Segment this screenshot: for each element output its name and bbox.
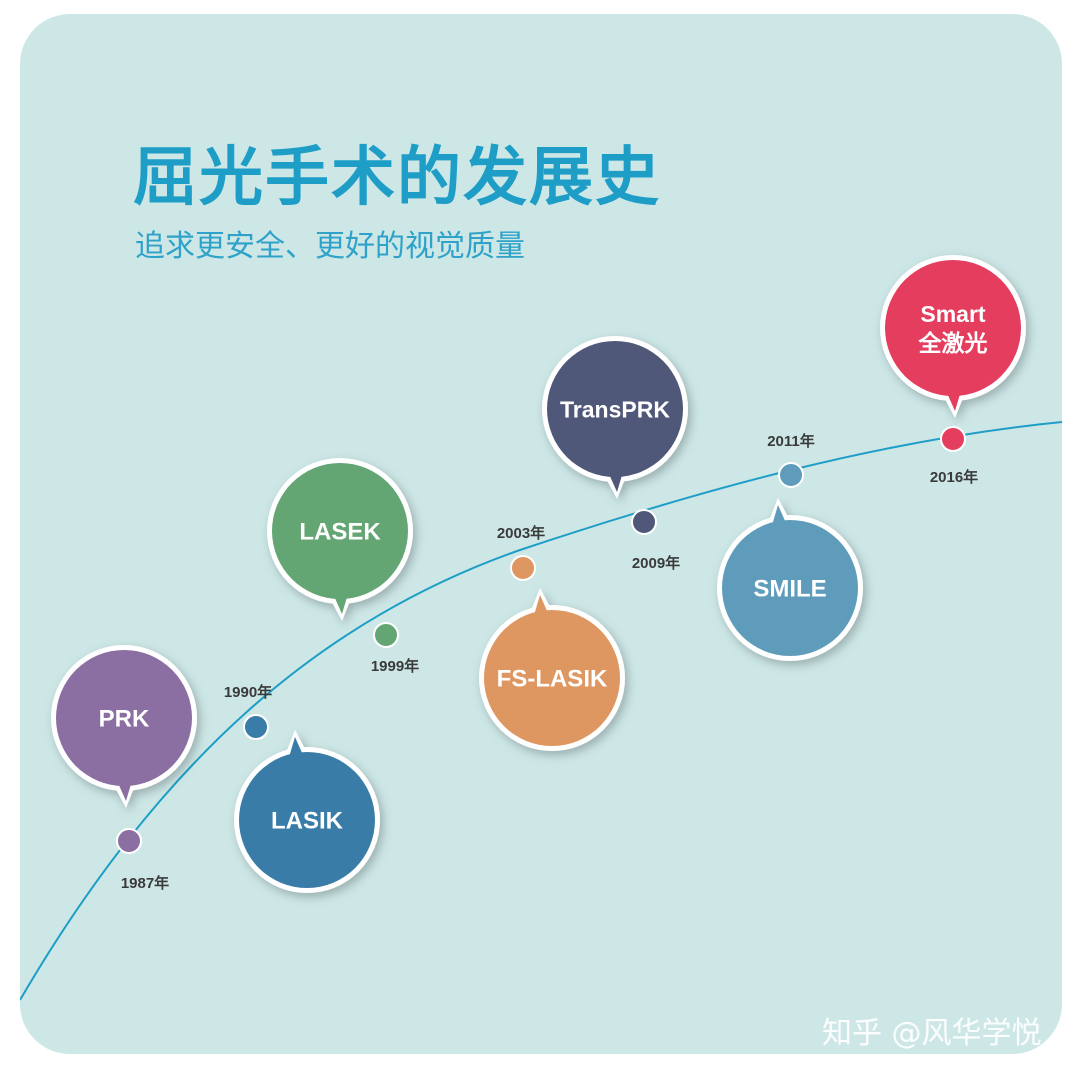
- timeline-dot-smart: [940, 426, 966, 452]
- year-label-smile: 2011年: [767, 432, 815, 450]
- page-subtitle: 追求更安全、更好的视觉质量: [135, 229, 525, 264]
- bubble-fill-smart: [885, 260, 1021, 411]
- timeline-dot-smile: [778, 462, 804, 488]
- watermark: 知乎 @风华学悦: [822, 1016, 1042, 1051]
- background-card: 屈光手术的发展史 追求更安全、更好的视觉质量: [20, 14, 1062, 1054]
- timeline-curve: [20, 421, 1062, 1001]
- bubble-label-fs-lasik: FS-LASIK: [497, 666, 608, 693]
- bubble-circle: [56, 650, 192, 786]
- bubble-label-transprk: TransPRK: [560, 396, 670, 422]
- year-label-fs-lasik: 2003年: [497, 524, 545, 542]
- milestone-transprk: TransPRK 2009年: [542, 336, 688, 572]
- bubble-fill-smile: [722, 505, 858, 656]
- bubble-fill-lasek: [272, 463, 408, 614]
- bubble-label-smile: SMILE: [753, 576, 826, 603]
- bubble-fill-fs-lasik: [484, 595, 620, 746]
- page-title: 屈光手术的发展史: [133, 141, 661, 215]
- year-label-lasik: 1990年: [224, 683, 272, 701]
- bubble-circle: [722, 520, 858, 656]
- bubble-circle: [484, 610, 620, 746]
- year-label-lasek: 1999年: [371, 657, 419, 675]
- bubble-label-smart-2: 全激光: [918, 330, 988, 356]
- milestone-prk: PRK 1987年: [51, 645, 197, 892]
- timeline-dot-lasek: [373, 622, 399, 648]
- year-label-smart: 2016年: [930, 468, 978, 486]
- bubble-fill-transprk: [547, 341, 683, 492]
- timeline-dot-lasik: [243, 714, 269, 740]
- milestone-smile: SMILE 2011年: [717, 432, 863, 661]
- bubble-circle: [885, 260, 1021, 396]
- timeline-dot-fs-lasik: [510, 555, 536, 581]
- year-label-transprk: 2009年: [632, 554, 680, 572]
- milestone-smart: Smart 全激光 2016年: [880, 255, 1026, 486]
- bubble-fill-lasik: [239, 737, 375, 888]
- bubble-circle: [547, 341, 683, 477]
- bubble-circle: [272, 463, 408, 599]
- milestone-lasek: LASEK 1999年: [267, 458, 419, 675]
- bubble-label-lasik: LASIK: [271, 808, 344, 835]
- bubble-label-smart-1: Smart: [920, 301, 986, 327]
- bubble-circle: [239, 752, 375, 888]
- year-label-prk: 1987年: [121, 874, 169, 892]
- milestone-lasik: LASIK 1990年: [224, 683, 380, 893]
- bubble-fill-prk: [56, 650, 192, 801]
- timeline-dot-prk: [116, 828, 142, 854]
- bubble-label-lasek: LASEK: [299, 519, 381, 546]
- timeline-dot-transprk: [631, 509, 657, 535]
- bubble-label-prk: PRK: [99, 706, 150, 733]
- milestone-fs-lasik: FS-LASIK 2003年: [479, 524, 625, 751]
